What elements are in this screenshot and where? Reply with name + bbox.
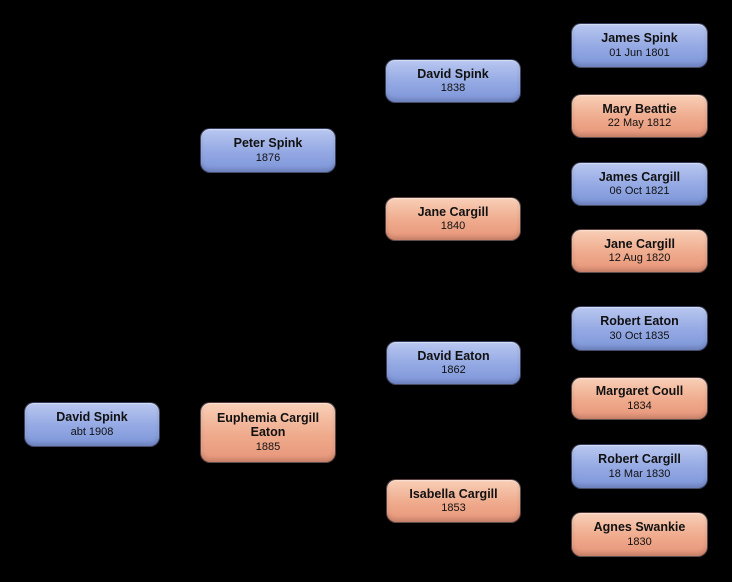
person-birthdate: abt 1908 [70,425,114,438]
person-name: David Spink [417,66,489,81]
person-birthdate: 01 Jun 1801 [609,46,670,59]
person-name: Robert Cargill [598,452,681,467]
person-name: Isabella Cargill [409,486,498,501]
person-birthdate: 1840 [440,220,466,233]
person-name: James Cargill [598,169,681,184]
person-name: Jane Cargill [604,236,675,251]
person-birthdate: 06 Oct 1821 [609,185,670,198]
person-birthdate: 12 Aug 1820 [608,252,671,265]
person-birthdate: 1838 [440,82,466,95]
person-name: Margaret Coull [595,384,684,399]
person-name: Robert Eaton [600,314,679,329]
person-name: James Spink [601,31,678,46]
person-birthdate: 1885 [255,440,281,453]
person-birthdate: 1834 [627,399,652,412]
person-birthdate: 1862 [441,364,466,377]
person-name: David Eaton [417,348,490,363]
person-birthdate: 30 Oct 1835 [609,329,670,342]
person-name: Euphemia Cargill Eaton [216,411,320,440]
person-name: Agnes Swankie [593,520,686,535]
person-birthdate: 18 Mar 1830 [608,467,671,480]
person-name: Jane Cargill [417,204,489,219]
person-birthdate: 22 May 1812 [607,117,672,130]
person-birthdate: 1830 [627,535,652,548]
person-name: Peter Spink [233,136,303,151]
person-name: Mary Beattie [602,101,677,116]
person-birthdate: 1853 [441,502,466,515]
person-name: David Spink [56,410,128,425]
person-birthdate: 1876 [255,151,281,164]
